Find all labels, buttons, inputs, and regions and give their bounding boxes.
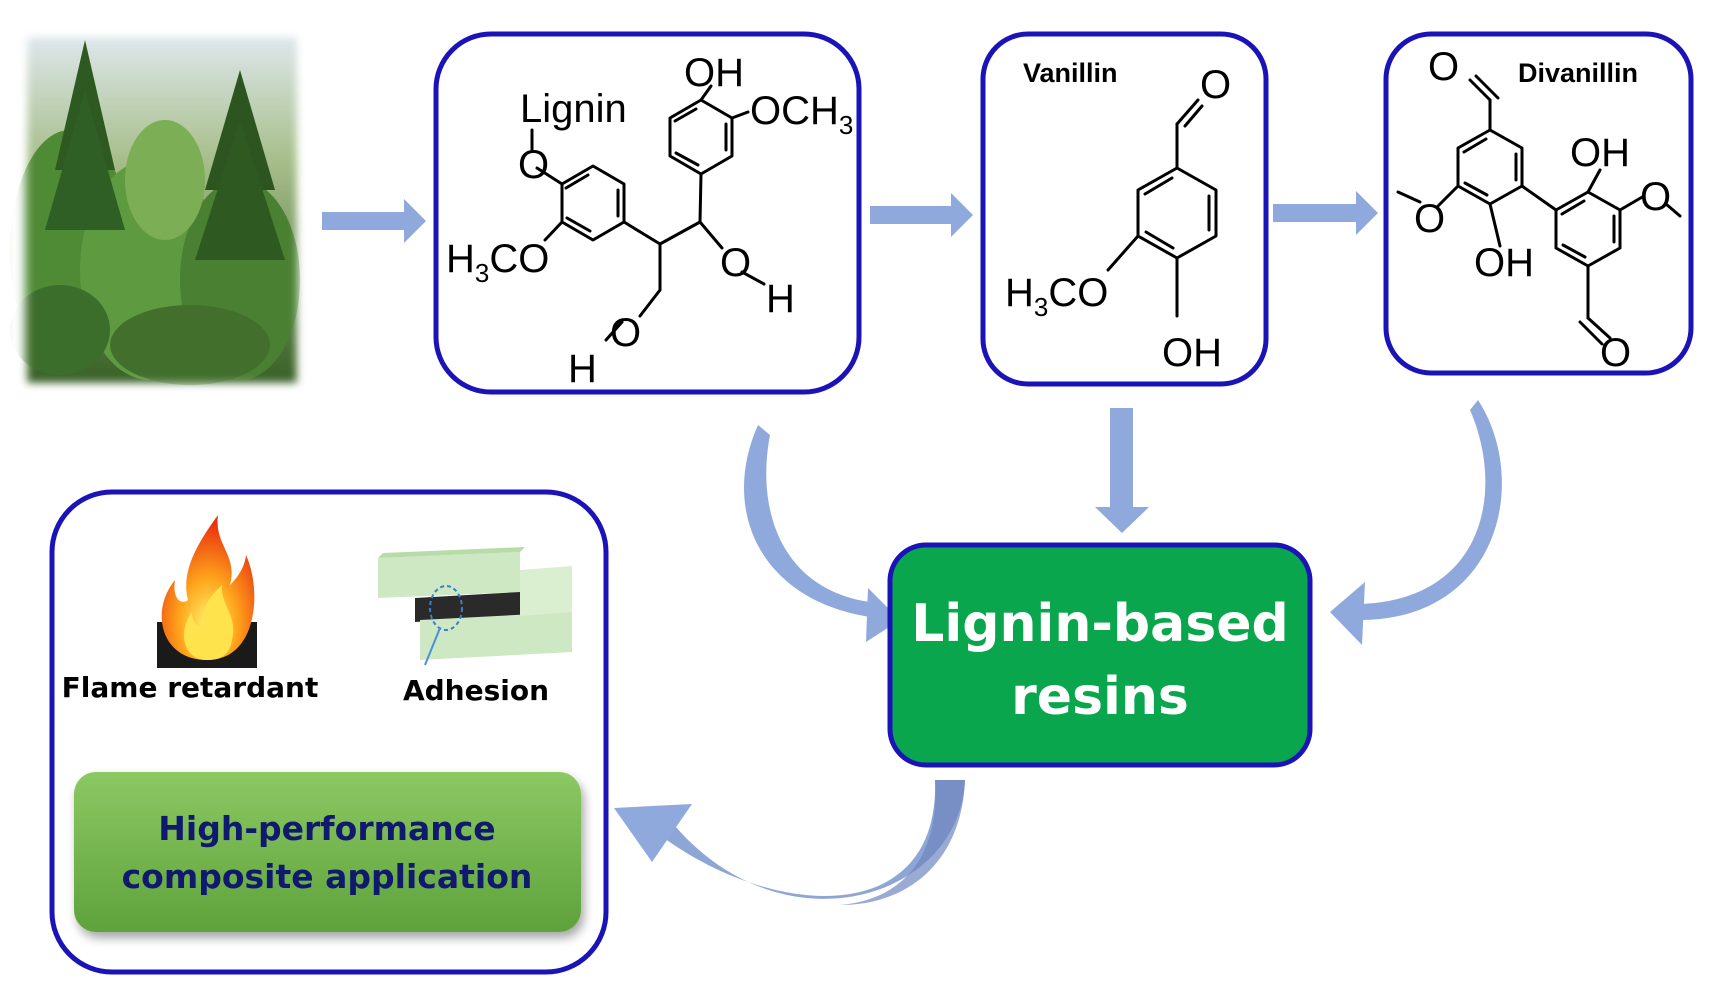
vanillin-aldehyde-o: O	[1200, 63, 1231, 107]
lignin-och3: OCH3	[750, 89, 853, 140]
arrow-lignin-to-resins	[743, 425, 900, 642]
lignin-h3co: H3CO	[446, 237, 549, 288]
divanillin-methoxy-o-left: O	[1414, 197, 1445, 241]
divanillin-structure: Divanillin O O OH OH O O	[1396, 45, 1682, 375]
vanillin-h3co: H3CO	[1005, 271, 1108, 322]
lignin-o-left: O	[518, 143, 549, 187]
arrow-vanillin-to-resins	[1095, 408, 1149, 533]
resins-title-line1: Lignin-based	[911, 594, 1288, 654]
vanillin-oh: OH	[1162, 331, 1222, 375]
arrow-lignin-to-vanillin	[870, 193, 973, 237]
forest-image	[3, 13, 321, 407]
lignin-o-bottom: O	[610, 311, 641, 355]
lignin-label: Lignin	[520, 87, 627, 131]
vanillin-box	[980, 31, 1269, 387]
lignin-structure: Lignin O H3CO OH OCH3 O H O H	[446, 51, 853, 391]
resins-title-line2: resins	[1011, 667, 1189, 727]
divanillin-oh-upper: OH	[1570, 131, 1630, 175]
lignin-o-right: O	[720, 241, 751, 285]
lignin-h-right: H	[766, 277, 795, 321]
lignin-box	[433, 31, 862, 395]
divanillin-label: Divanillin	[1518, 58, 1638, 88]
divanillin-aldehyde-o-top: O	[1428, 45, 1459, 89]
adhesion-label: Adhesion	[403, 674, 549, 707]
composite-line1: High-performance	[158, 809, 495, 848]
lignin-h-bottom: H	[568, 347, 597, 391]
arrow-forest-to-lignin	[322, 199, 426, 243]
composite-banner	[74, 772, 581, 932]
arrow-vanillin-to-divanillin	[1273, 191, 1378, 235]
lignin-oh-top: OH	[684, 51, 744, 95]
divanillin-aldehyde-o-bottom: O	[1600, 331, 1631, 375]
divanillin-oh-lower: OH	[1474, 241, 1534, 285]
arrow-resins-to-applications	[614, 780, 965, 905]
flame-retardant-label: Flame retardant	[62, 671, 319, 704]
arrow-divanillin-to-resins	[1330, 400, 1502, 645]
composite-line2: composite application	[122, 857, 533, 896]
divanillin-methoxy-o-right: O	[1640, 175, 1671, 219]
vanillin-structure: Vanillin O H3CO OH	[1005, 58, 1231, 375]
adhesion-icon	[378, 547, 572, 666]
divanillin-box	[1383, 31, 1694, 376]
resins-box	[887, 542, 1313, 768]
flame-icon	[157, 515, 257, 668]
vanillin-label: Vanillin	[1023, 58, 1118, 88]
